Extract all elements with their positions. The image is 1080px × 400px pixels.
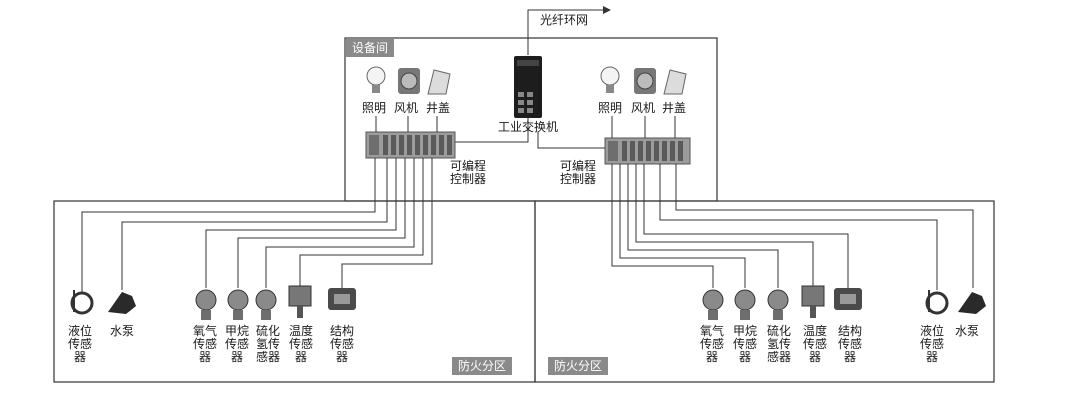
switch-label: 工业交换机: [498, 120, 559, 134]
left-structure-sensor-label: 结构传感器: [330, 324, 355, 364]
switch-to-right-plc-line: [537, 132, 605, 149]
left-h2s-sensor-label: 硫化氢传感器: [256, 324, 281, 364]
left-fan-label: 风机: [394, 101, 419, 115]
temperature-sensor-icon: [801, 285, 825, 318]
level-sensor-icon: [70, 290, 94, 315]
level-sensor-icon: [925, 290, 949, 315]
left-manhole-label: 井盖: [426, 101, 451, 115]
temperature-sensor-icon: [288, 285, 312, 318]
left-oxygen-sensor-label: 氧气传感器: [193, 324, 218, 364]
water-pump-icon: [958, 292, 986, 314]
right-h2s-sensor-label: 硫化氢传感器: [767, 324, 792, 364]
fiber-ring-label: 光纤环网: [540, 13, 589, 27]
right-structure-sensor-label: 结构传感器: [838, 324, 863, 364]
right-temperature-sensor-label: 温度传感器: [803, 324, 828, 364]
left-plc-label: 可编程控制器: [450, 159, 487, 186]
fiber-ring-arrow: [527, 6, 611, 55]
fan-icon: [634, 68, 656, 94]
right-methane-sensor-label: 甲烷传感器: [733, 324, 758, 364]
equipment-room-label: 设备间: [346, 39, 395, 57]
switch-to-left-plc-line: [455, 118, 529, 143]
structure-sensor-icon: [834, 288, 862, 310]
right-sensor-wiring: [611, 164, 974, 290]
h2s-sensor-icon: [767, 289, 789, 320]
right-fire-zone-label: 防火分区: [548, 357, 609, 375]
fan-icon: [398, 68, 420, 94]
left-pump-label: 水泵: [110, 324, 135, 338]
left-device-lines: [375, 116, 438, 132]
left-lighting-label: 照明: [362, 101, 387, 115]
right-lighting-label: 照明: [598, 101, 623, 115]
manhole-icon: [427, 69, 451, 95]
oxygen-sensor-icon: [702, 289, 724, 320]
right-fire-zone-box: [534, 200, 995, 383]
right-level-sensor-label: 液位传感器: [920, 324, 945, 364]
left-temperature-sensor-label: 温度传感器: [289, 324, 314, 364]
left-level-sensor-label: 液位传感器: [68, 324, 93, 364]
industrial-switch-icon: [514, 56, 542, 118]
left-fire-zone-label: 防火分区: [452, 357, 513, 375]
methane-sensor-icon: [227, 289, 249, 320]
oxygen-sensor-icon: [195, 289, 217, 320]
h2s-sensor-icon: [255, 289, 277, 320]
right-device-lines: [611, 116, 676, 138]
lighting-icon: [366, 66, 386, 93]
right-plc-icon: [604, 137, 691, 165]
structure-sensor-icon: [328, 288, 356, 310]
manhole-icon: [663, 69, 687, 95]
right-pump-label: 水泵: [955, 324, 980, 338]
methane-sensor-icon: [734, 289, 756, 320]
right-fan-label: 风机: [631, 101, 656, 115]
left-sensor-wiring: [81, 158, 433, 292]
right-manhole-label: 井盖: [662, 101, 687, 115]
lighting-icon: [600, 66, 620, 93]
left-methane-sensor-label: 甲烷传感器: [225, 324, 250, 364]
left-plc-icon: [365, 131, 456, 159]
water-pump-icon: [108, 292, 136, 314]
right-plc-label: 可编程控制器: [560, 159, 597, 186]
right-oxygen-sensor-label: 氧气传感器: [700, 324, 725, 364]
